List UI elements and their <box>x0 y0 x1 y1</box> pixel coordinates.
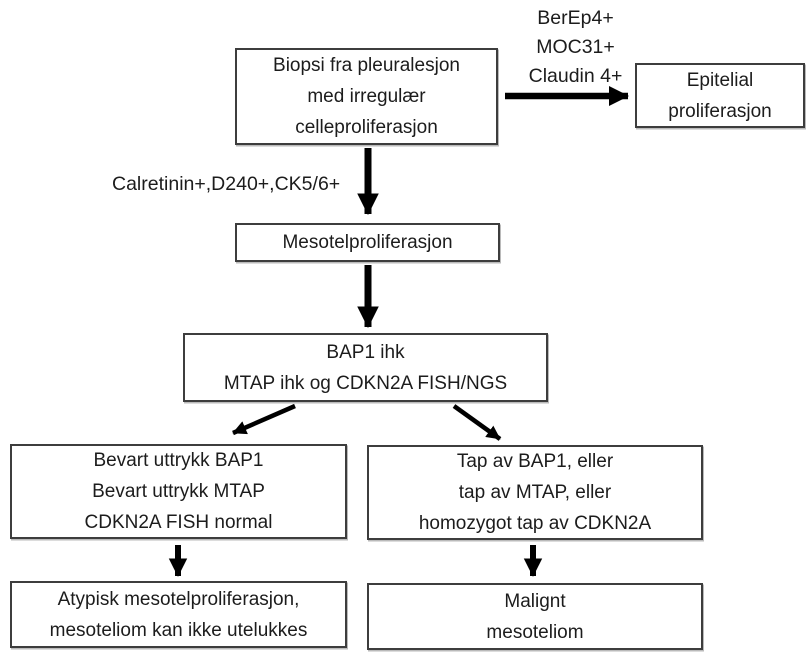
node-text-line: med irregulær <box>307 86 426 107</box>
edge-label-line: MOC31+ <box>536 36 615 58</box>
node-text-line: mesoteliom kan ikke utelukkes <box>49 619 308 641</box>
node-text-line: homozygot tap av CDKN2A <box>418 513 652 534</box>
node-text-line: Bevart uttrykk BAP1 <box>93 450 264 471</box>
node-text-line: Malignt <box>504 590 566 612</box>
node-malignant-mesothelioma: Malignt mesoteliom <box>367 583 703 650</box>
node-text-line: Biopsi fra pleuralesjon <box>273 55 460 76</box>
node-text-line: CDKN2A FISH normal <box>84 512 273 533</box>
node-preserved-expression: Bevart uttrykk BAP1 Bevart uttrykk MTAP … <box>10 444 347 539</box>
node-text-line: MTAP ihk og CDKN2A FISH/NGS <box>223 372 508 394</box>
arrow-testing-to-loss <box>452 404 502 441</box>
edge-label-line: Claudin 4+ <box>528 65 623 87</box>
node-atypical-mesothelial-proliferation: Atypisk mesotelproliferasjon, mesoteliom… <box>10 581 347 648</box>
node-mesothelial-proliferation: Mesotelproliferasjon <box>235 223 500 262</box>
node-loss-detected: Tap av BAP1, eller tap av MTAP, eller ho… <box>367 445 703 540</box>
node-text-line: tap av MTAP, eller <box>458 482 612 503</box>
node-text-line: BAP1 ihk <box>326 341 405 363</box>
node-text-line: celleproliferasjon <box>295 117 438 138</box>
node-text-line: Epitelial <box>686 69 754 91</box>
edge-label-mesothelial-markers: Calretinin+,D240+,CK5/6+ <box>112 173 341 195</box>
node-molecular-testing: BAP1 ihk MTAP ihk og CDKN2A FISH/NGS <box>183 333 548 402</box>
node-text-line: Mesotelproliferasjon <box>282 232 453 253</box>
node-text-line: Atypisk mesotelproliferasjon, <box>57 588 300 610</box>
node-epithelial-proliferation: Epitelial proliferasjon <box>635 63 805 128</box>
node-biopsy: Biopsi fra pleuralesjon med irregulær ce… <box>235 48 498 145</box>
node-text-line: proliferasjon <box>668 100 772 122</box>
edge-label-line: BerEp4+ <box>537 7 614 29</box>
node-text-line: mesoteliom <box>486 621 584 643</box>
edge-label-epithelial-markers: BerEp4+ MOC31+ Claudin 4+ <box>498 4 653 91</box>
node-text-line: Tap av BAP1, eller <box>456 451 614 472</box>
node-text-line: Bevart uttrykk MTAP <box>92 481 265 502</box>
arrow-testing-to-preserved <box>232 403 296 436</box>
